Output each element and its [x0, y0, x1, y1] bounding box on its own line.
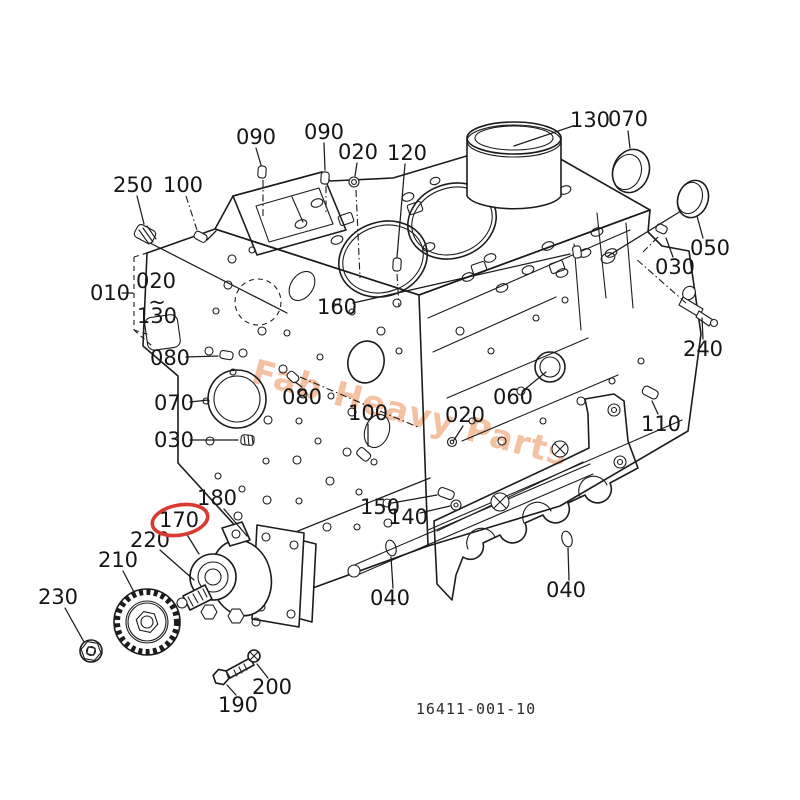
cylinder-liner — [466, 121, 562, 210]
phillips-studs — [490, 440, 569, 512]
flange-nut — [79, 639, 103, 663]
stud-110 — [641, 385, 659, 400]
callout-220: 220 — [130, 528, 170, 552]
callout-030-right: 030 — [655, 255, 695, 279]
pin-100-mid — [356, 447, 372, 462]
callout-090-1: 090 — [236, 125, 276, 149]
callout-070-left: 070 — [154, 391, 194, 415]
right-face-holes — [455, 296, 645, 446]
callout-070-top: 070 — [608, 107, 648, 131]
dowel-160 — [572, 245, 582, 259]
washer-bolt — [247, 649, 261, 663]
callout-130-bracket: 130 — [137, 304, 177, 328]
callout-020-top: 020 — [338, 140, 378, 164]
plug-030-left — [240, 434, 255, 446]
rail-ear-holes — [607, 403, 627, 469]
callout-130-top: 130 — [570, 108, 610, 132]
nut-020-top — [348, 176, 360, 188]
head-gasket-holes — [294, 176, 618, 293]
callout-200: 200 — [252, 675, 292, 699]
cap-disc-070 — [611, 148, 651, 194]
oil-hole-040-left — [385, 539, 397, 557]
callout-100-mid: 100 — [348, 401, 388, 425]
plug-030-right — [655, 223, 668, 235]
oil-gallery-bar — [347, 463, 594, 578]
callout-240: 240 — [683, 337, 723, 361]
callout-030-left: 030 — [154, 428, 194, 452]
hidden-bore — [234, 278, 282, 326]
watermark-text: Fab Heavy Parts — [248, 352, 573, 475]
callout-120: 120 — [387, 141, 427, 165]
seal-bore-070 — [207, 369, 267, 429]
side-plug-boss-060 — [534, 351, 566, 383]
callout-180: 180 — [197, 486, 237, 510]
right-face-ribs — [427, 212, 683, 531]
oil-pump-assembly — [176, 477, 431, 628]
leader-lines — [64, 125, 704, 696]
sensor-240 — [634, 257, 719, 328]
pin-090-1 — [257, 165, 267, 179]
callout-140: 140 — [388, 505, 428, 529]
callout-110: 110 — [641, 412, 681, 436]
callout-150: 150 — [360, 495, 400, 519]
callout-010: 010 — [90, 281, 130, 305]
side-window-opening — [144, 314, 181, 351]
small-parts — [133, 148, 719, 462]
callout-230: 230 — [38, 585, 78, 609]
disc-050 — [607, 179, 710, 257]
callout-090-2: 090 — [304, 120, 344, 144]
pin-080-left — [219, 349, 234, 361]
bearing-saddles — [466, 475, 608, 550]
callout-040-left: 040 — [370, 586, 410, 610]
pin-100-top — [193, 230, 208, 243]
callout-040-right: 040 — [546, 578, 586, 602]
highlight-ellipse-170 — [150, 502, 210, 538]
front-flange — [232, 171, 347, 256]
pin-090-2 — [320, 171, 330, 185]
oil-hole-040-right — [561, 530, 573, 548]
mount-bolt — [212, 657, 255, 686]
callout-210: 210 — [98, 548, 138, 572]
callout-tilde: ~ — [148, 290, 166, 314]
callout-080-mid: 080 — [282, 385, 322, 409]
washer-140 — [450, 499, 462, 511]
front-face-holes — [202, 246, 403, 542]
plug-080-mid — [286, 370, 300, 384]
bearing-case-rail — [347, 393, 639, 601]
callout-160: 160 — [317, 295, 357, 319]
pump-shaft — [176, 584, 213, 611]
callout-190: 190 — [218, 693, 258, 717]
stud-150 — [437, 487, 455, 501]
callout-100-top: 100 — [163, 173, 203, 197]
pump-ear — [221, 521, 251, 547]
callout-020-mid: 020 — [445, 403, 485, 427]
callout-250: 250 — [113, 173, 153, 197]
drawing-number: 16411-001-10 — [416, 700, 536, 718]
plug-250 — [133, 223, 157, 245]
callout-170: 170 — [159, 508, 199, 532]
idler-gear — [113, 588, 181, 656]
callout-labels: 090 090 020 120 130 070 250 100 010 020 … — [38, 107, 730, 717]
callout-020-bracket: 020 — [136, 269, 176, 293]
callout-060: 060 — [493, 385, 533, 409]
bore-centerline — [355, 189, 361, 279]
callout-080-left: 080 — [150, 346, 190, 370]
pump-nuts — [200, 604, 261, 627]
callout-050: 050 — [690, 236, 730, 260]
stud-120 — [392, 257, 402, 308]
